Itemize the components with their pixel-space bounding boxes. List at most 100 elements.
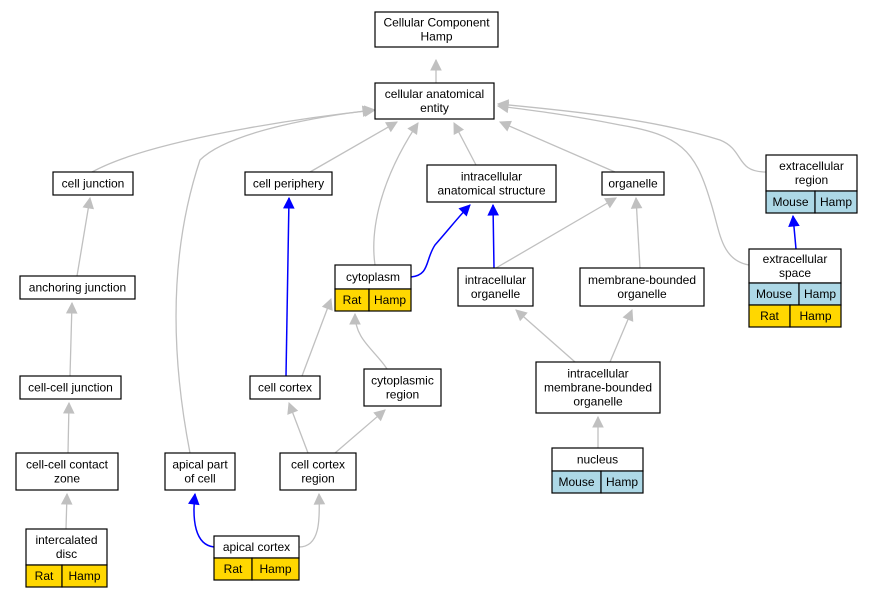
node-nuc-gene-label: Hamp (606, 475, 638, 489)
node-cp[interactable]: cell periphery (244, 171, 333, 196)
node-org[interactable]: organelle (601, 171, 665, 196)
edge-cae-to-root-arrowhead (430, 58, 442, 71)
edge-cj-to-cae (91, 109, 376, 173)
edge-org-to-cae (499, 121, 616, 173)
node-cr-label-line: region (386, 388, 419, 402)
node-cr-frame (363, 368, 442, 407)
node-imbo-label-line: membrane-bounded (544, 381, 652, 395)
node-ccr-frame (279, 452, 357, 491)
node-io-label-line: intracellular (465, 273, 526, 287)
edge-io-to-ias-arrowhead (487, 203, 499, 216)
node-er-species-label: Mouse (772, 195, 808, 209)
node-acx-gene-label: Hamp (259, 562, 291, 576)
edge-ccj-to-aj-arrowhead (65, 301, 78, 314)
node-apc-label-line: of cell (184, 472, 215, 486)
node-ccr-label-line: cell cortex (291, 458, 345, 472)
edge-apc-to-cae (175, 109, 374, 454)
node-ccj-frame (19, 375, 122, 400)
node-aj[interactable]: anchoring junction (19, 275, 136, 300)
node-er-gene-label: Hamp (820, 195, 852, 209)
edge-mbo-to-org (635, 197, 641, 269)
edge-es-to-cae-arrowhead (496, 101, 510, 114)
edge-cc-to-cp-arrowhead (283, 196, 295, 209)
node-cyto-gene-badge (368, 288, 412, 312)
edge-acx-to-apc-arrowhead (188, 492, 200, 506)
node-es-species-label: Rat (760, 309, 779, 323)
node-mbo-label-line: membrane-bounded (588, 273, 696, 287)
node-cccz-label-line: zone (54, 472, 80, 486)
edge-er-to-cae (497, 103, 767, 173)
node-io-frame (457, 267, 534, 307)
node-idisc-frame (25, 528, 108, 566)
edge-ccj-to-aj (69, 302, 73, 377)
node-cccz-label-line: cell-cell contact (26, 458, 109, 472)
node-idisc-gene-badge (61, 564, 108, 588)
node-org-label-line: organelle (608, 177, 658, 191)
node-ccr-label-line: region (301, 472, 334, 486)
edge-imbo-to-io-arrowhead (515, 309, 528, 322)
node-cr-label-line: cytoplasmic (371, 374, 434, 388)
node-cp-label-line: cell periphery (253, 177, 324, 191)
node-mbo-frame (579, 267, 705, 307)
node-es-gene-badge (789, 304, 842, 328)
node-org-frame (601, 171, 665, 196)
node-cj-frame (52, 171, 134, 196)
edge-io-to-org-arrowhead (604, 197, 617, 209)
node-es-label-line: extracellular (763, 252, 828, 266)
edge-io-to-org (495, 197, 617, 269)
node-es-label-line: space (779, 266, 811, 280)
edge-cp-to-cae-arrowhead (385, 121, 398, 133)
node-er-label-line: extracellular (779, 159, 844, 173)
edge-cp-to-cae (309, 121, 398, 173)
node-nuc-gene-badge (600, 470, 644, 494)
edge-aj-to-cj (76, 197, 91, 277)
edge-cyto-to-cae (373, 122, 419, 266)
node-cc-frame (249, 375, 321, 400)
node-ias-label-line: anatomical structure (437, 184, 545, 198)
node-es-gene-label: Hamp (804, 287, 836, 301)
node-aj-label-line: anchoring junction (29, 281, 126, 295)
node-cc[interactable]: cell cortex (249, 375, 321, 400)
node-cj-label-line: cell junction (62, 177, 125, 191)
node-root-label-line: Hamp (420, 30, 452, 44)
node-cae-label-line: cellular anatomical (385, 87, 484, 101)
node-cj[interactable]: cell junction (52, 171, 134, 196)
edge-ccr-to-cc-arrowhead (287, 401, 299, 415)
node-cae-frame (374, 82, 495, 120)
node-ccj[interactable]: cell-cell junction (19, 375, 122, 400)
node-imbo-label-line: organelle (573, 395, 623, 409)
edge-acx-to-ccr-arrowhead (313, 492, 326, 505)
node-root-label-line: Cellular Component (383, 16, 490, 30)
node-acx-species-label: Rat (224, 562, 243, 576)
node-cc-label-line: cell cortex (258, 381, 312, 395)
node-ias-frame (426, 164, 557, 203)
edge-es-to-er-arrowhead (788, 214, 800, 227)
edge-ias-to-cae-arrowhead (453, 122, 465, 135)
node-cyto-species-label: Rat (343, 293, 362, 307)
edge-es-to-cae (497, 105, 750, 266)
node-acx-gene-badge (251, 557, 300, 581)
edge-ccr-to-cr (334, 409, 386, 454)
node-er-gene-badge (814, 190, 858, 214)
node-er-frame (765, 154, 858, 192)
edge-cr-to-cyto (354, 313, 388, 370)
node-apc-frame (164, 452, 236, 491)
